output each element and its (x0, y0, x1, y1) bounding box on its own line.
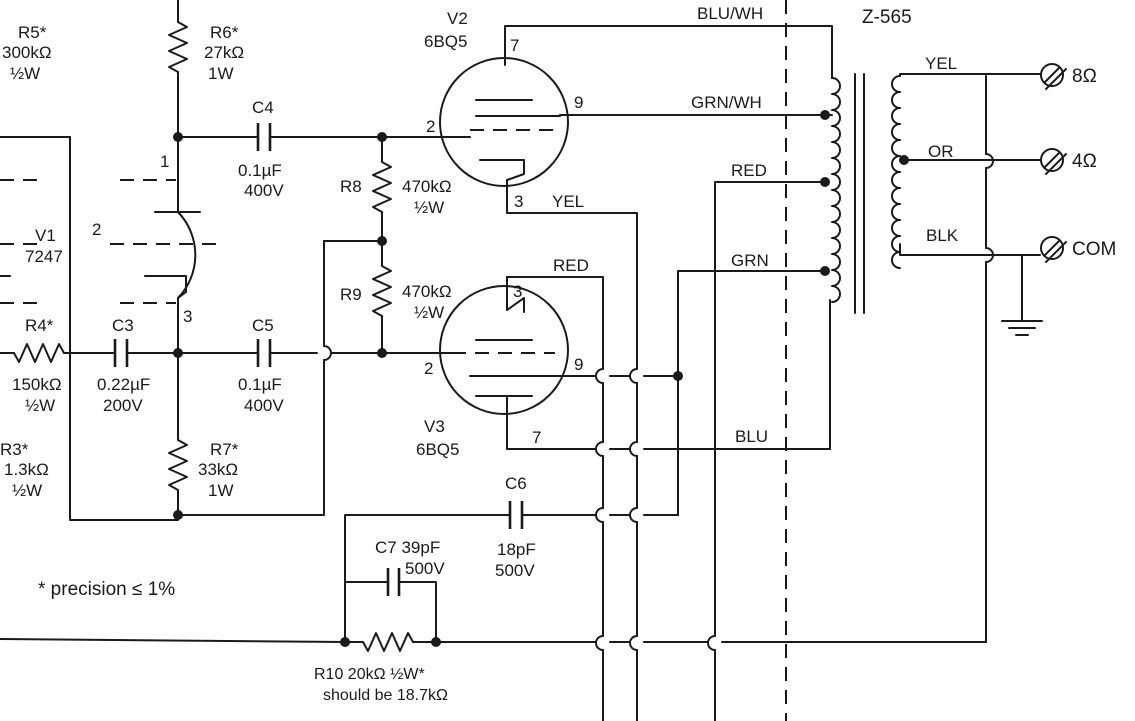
v2-pin-7: 7 (510, 36, 519, 55)
c5-ref: C5 (252, 316, 274, 335)
r5-rating: ½W (10, 64, 40, 83)
r7-value: 33kΩ (198, 460, 238, 479)
junctions (173, 110, 909, 647)
v2-pin-3: 3 (514, 192, 523, 211)
v1-type: 7247 (25, 247, 63, 266)
r4-ref: R4* (25, 316, 54, 335)
output-terminals (1040, 63, 1067, 263)
c4-rating: 400V (244, 181, 284, 200)
terminal-8ohm-label: 8Ω (1072, 66, 1097, 87)
v3-pin-3: 3 (513, 282, 522, 301)
v2-pin-2: 2 (426, 117, 435, 136)
precision-note: * precision ≤ 1% (38, 579, 175, 600)
r9-rating: ½W (414, 303, 444, 322)
v3-pin-7: 7 (532, 428, 541, 447)
wire-grn-label: GRN (731, 251, 769, 270)
r8-rating: ½W (414, 198, 444, 217)
output-transformer (785, 0, 1043, 721)
r9-ref: R9 (340, 285, 362, 304)
tube-v3 (439, 276, 569, 415)
transformer-label: Z-565 (862, 7, 912, 28)
v1-ref: V1 (35, 226, 56, 245)
r10-note: should be 18.7kΩ (323, 687, 448, 704)
c6-value: 18pF (497, 540, 536, 559)
c5-value: 0.1µF (238, 375, 282, 394)
r7-ref: R7* (210, 440, 239, 459)
terminal-4ohm-label: 4Ω (1072, 151, 1097, 172)
r4-value: 150kΩ (12, 375, 62, 394)
r9-value: 470kΩ (402, 282, 452, 301)
c7-rating: 500V (405, 559, 445, 578)
wire-yel-v2-label: YEL (552, 192, 584, 211)
r10-label: R10 20kΩ ½W* (314, 666, 425, 683)
secondary-or-label: OR (928, 142, 954, 161)
secondary-blk-label: BLK (926, 226, 959, 245)
c4-value: 0.1µF (238, 161, 282, 180)
v1-pin-2: 2 (92, 220, 101, 239)
labels: Z-565 R5* 300kΩ ½W R6* 27kΩ 1W C4 0.1µF … (0, 4, 1116, 704)
c3-rating: 200V (103, 396, 143, 415)
tube-v1 (0, 179, 225, 304)
c6-ref: C6 (505, 474, 527, 493)
r8-value: 470kΩ (402, 177, 452, 196)
wiring (0, 0, 994, 721)
secondary-yel-label: YEL (925, 54, 957, 73)
wire-blu-wh-label: BLU/WH (697, 4, 763, 23)
c5-rating: 400V (244, 396, 284, 415)
v2-ref: V2 (447, 9, 468, 28)
wire-grn-wh-label: GRN/WH (691, 93, 762, 112)
v1-pin-1: 1 (160, 152, 169, 171)
wire-red-v3-label: RED (553, 256, 589, 275)
terminal-4ohm (1040, 148, 1067, 175)
r3-value: 1.3kΩ (4, 460, 49, 479)
r3-rating: ½W (12, 481, 42, 500)
r5-ref: R5* (18, 23, 47, 42)
v2-type: 6BQ5 (424, 32, 467, 51)
v1-pin-3: 3 (183, 307, 192, 326)
r3-ref: R3* (0, 440, 29, 459)
r7-rating: 1W (208, 481, 234, 500)
v3-pin-2: 2 (424, 359, 433, 378)
c7-label: C7 39pF (375, 538, 440, 557)
v3-pin-9: 9 (574, 355, 583, 374)
wire-blu-label: BLU (735, 427, 768, 446)
terminal-8ohm (1040, 63, 1067, 90)
c3-ref: C3 (112, 316, 134, 335)
r8-ref: R8 (340, 177, 362, 196)
terminal-com (1040, 236, 1067, 263)
v3-ref: V3 (424, 417, 445, 436)
v3-type: 6BQ5 (416, 440, 459, 459)
c4-ref: C4 (252, 98, 274, 117)
r5-value: 300kΩ (2, 43, 52, 62)
c6-rating: 500V (495, 561, 535, 580)
r6-rating: 1W (208, 64, 234, 83)
r6-value: 27kΩ (204, 43, 244, 62)
r4-rating: ½W (25, 396, 55, 415)
r6-ref: R6* (210, 23, 239, 42)
c3-value: 0.22µF (97, 375, 150, 394)
v2-pin-9: 9 (574, 93, 583, 112)
tube-v2 (439, 57, 569, 187)
wire-red-upper-label: RED (731, 161, 767, 180)
terminal-com-label: COM (1072, 239, 1116, 260)
